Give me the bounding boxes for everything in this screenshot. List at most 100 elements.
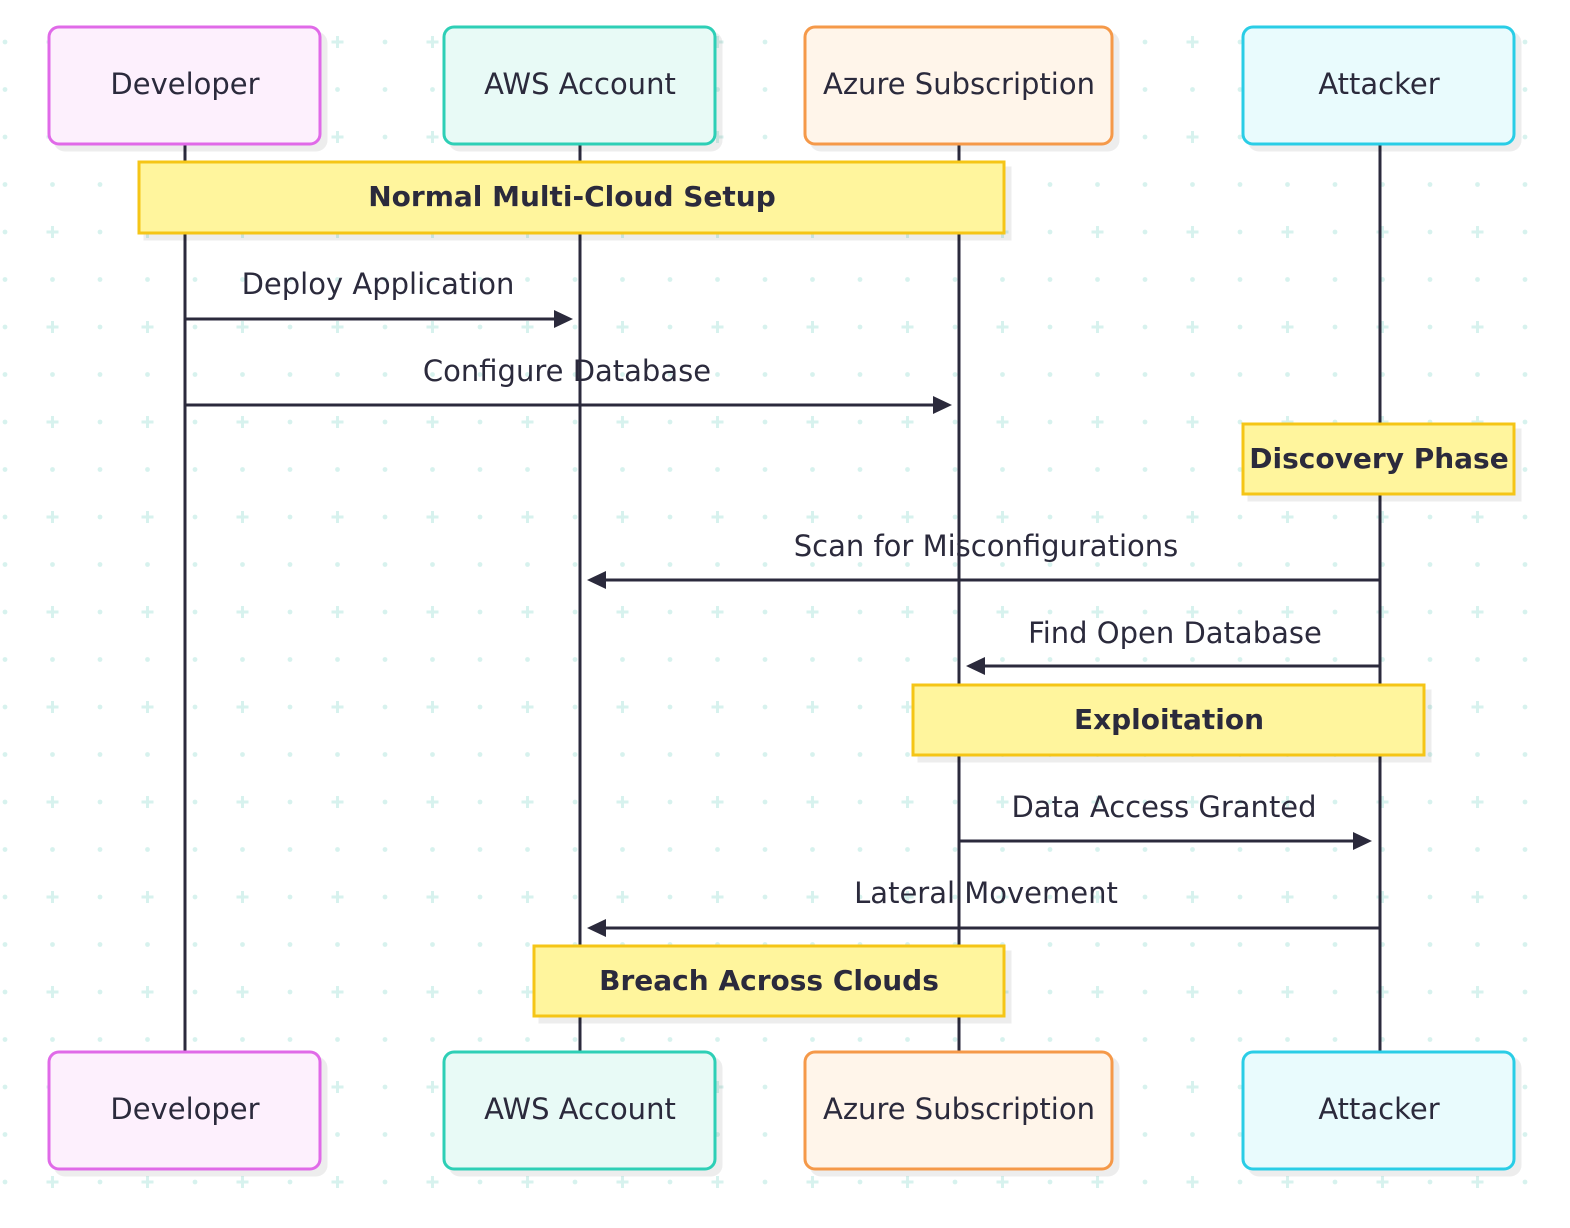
grid-dot-mark — [1522, 467, 1528, 472]
message-lateral-movement: Lateral Movement — [587, 876, 1380, 937]
grid-plus-mark — [426, 511, 439, 523]
grid-dot-mark — [1095, 277, 1100, 282]
grid-dot-mark — [477, 942, 483, 947]
grid-plus-mark — [1186, 606, 1199, 618]
grid-dot-mark — [2, 467, 8, 472]
grid-dot-mark — [1522, 562, 1528, 567]
grid-plus-mark — [521, 511, 534, 523]
grid-plus-mark — [1186, 36, 1199, 48]
grid-dot-mark — [762, 467, 768, 472]
actor-azure-top[interactable]: Azure Subscription — [803, 25, 1114, 146]
grid-dot-mark — [97, 277, 103, 282]
grid-dot-mark — [1522, 1084, 1528, 1090]
grid-dot-mark — [382, 704, 388, 710]
grid-dot-mark — [477, 277, 483, 282]
grid-dot-mark — [240, 562, 245, 567]
grid-dot-mark — [1095, 942, 1100, 947]
grid-dot-mark — [1332, 942, 1338, 947]
grid-dot-mark — [1427, 372, 1433, 377]
grid-plus-mark — [141, 986, 154, 998]
grid-dot-mark — [97, 562, 103, 567]
grid-dot-mark — [1190, 372, 1195, 377]
grid-plus-mark — [46, 416, 59, 428]
grid-plus-mark — [331, 701, 344, 713]
grid-plus-mark — [901, 1176, 914, 1188]
grid-dot-mark — [1427, 562, 1433, 567]
grid-dot-mark — [2, 989, 8, 995]
message-find-open-database: Find Open Database — [966, 616, 1380, 675]
grid-dot-mark — [1047, 562, 1053, 567]
actor-azure-bottom[interactable]: Azure Subscription — [803, 1050, 1114, 1171]
grid-plus-mark — [616, 891, 629, 903]
grid-dot-mark — [1047, 182, 1053, 187]
grid-dot-mark — [50, 182, 55, 187]
grid-plus-mark — [521, 891, 534, 903]
grid-plus-mark — [331, 321, 344, 333]
grid-dot-mark — [762, 419, 768, 425]
arrowhead-icon — [554, 310, 573, 328]
grid-dot-mark — [1142, 182, 1148, 187]
grid-plus-mark — [1186, 891, 1199, 903]
grid-plus-mark — [1281, 1176, 1294, 1188]
grid-dot-mark — [1095, 657, 1100, 662]
actor-attacker-bottom[interactable]: Attacker — [1241, 1050, 1516, 1171]
grid-plus-mark — [426, 131, 439, 143]
grid-plus-mark — [616, 606, 629, 618]
grid-dot-mark — [1047, 657, 1053, 662]
actor-attacker-top[interactable]: Attacker — [1241, 25, 1516, 146]
grid-dot-mark — [1522, 134, 1528, 140]
grid-dot-mark — [240, 467, 245, 472]
grid-dot-mark — [382, 942, 388, 947]
grid-dot-mark — [572, 799, 578, 805]
grid-plus-mark — [1471, 1176, 1484, 1188]
grid-dot-mark — [1427, 1037, 1433, 1042]
grid-dot-mark — [857, 1179, 863, 1185]
grid-plus-mark — [1376, 321, 1389, 333]
grid-dot-mark — [952, 799, 958, 805]
grid-dot-mark — [287, 467, 293, 472]
grid-dot-mark — [1332, 514, 1338, 520]
grid-dot-mark — [572, 467, 578, 472]
grid-plus-mark — [1091, 511, 1104, 523]
grid-dot-mark — [1285, 942, 1290, 947]
grid-dot-mark — [477, 324, 483, 330]
grid-plus-mark — [426, 891, 439, 903]
actor-aws-top[interactable]: AWS Account — [442, 25, 717, 146]
actor-developer-top[interactable]: Developer — [47, 25, 322, 146]
grid-plus-mark — [331, 986, 344, 998]
note-breach-across-clouds: Breach Across Clouds — [532, 944, 1006, 1018]
grid-dot-mark — [1142, 657, 1148, 662]
grid-plus-mark — [1091, 891, 1104, 903]
grid-dot-mark — [1142, 87, 1148, 92]
grid-dot-mark — [762, 514, 768, 520]
grid-dot-mark — [192, 894, 198, 900]
actor-developer-bottom[interactable]: Developer — [47, 1050, 322, 1171]
grid-plus-mark — [236, 796, 249, 808]
grid-dot-mark — [810, 562, 815, 567]
grid-dot-mark — [1237, 1132, 1243, 1137]
actor-aws-bottom[interactable]: AWS Account — [442, 1050, 717, 1171]
grid-dot-mark — [1332, 182, 1338, 187]
grid-dot-mark — [952, 277, 958, 282]
grid-dot-mark — [1285, 372, 1290, 377]
grid-plus-mark — [1091, 321, 1104, 333]
grid-dot-mark — [810, 372, 815, 377]
grid-dot-mark — [667, 419, 673, 425]
grid-dot-mark — [145, 372, 150, 377]
grid-dot-mark — [1142, 1037, 1148, 1042]
grid-dot-mark — [1000, 467, 1005, 472]
grid-dot-mark — [762, 704, 768, 710]
grid-dot-mark — [1095, 562, 1100, 567]
grid-dot-mark — [382, 324, 388, 330]
grid-dot-mark — [857, 1037, 863, 1042]
grid-plus-mark — [141, 416, 154, 428]
grid-dot-mark — [1190, 1132, 1195, 1137]
grid-dot-mark — [1000, 1037, 1005, 1042]
grid-dot-mark — [1047, 324, 1053, 330]
grid-dot-mark — [97, 1037, 103, 1042]
grid-plus-mark — [711, 606, 724, 618]
grid-dot-mark — [1237, 229, 1243, 235]
grid-dot-mark — [97, 324, 103, 330]
grid-dot-mark — [287, 657, 293, 662]
